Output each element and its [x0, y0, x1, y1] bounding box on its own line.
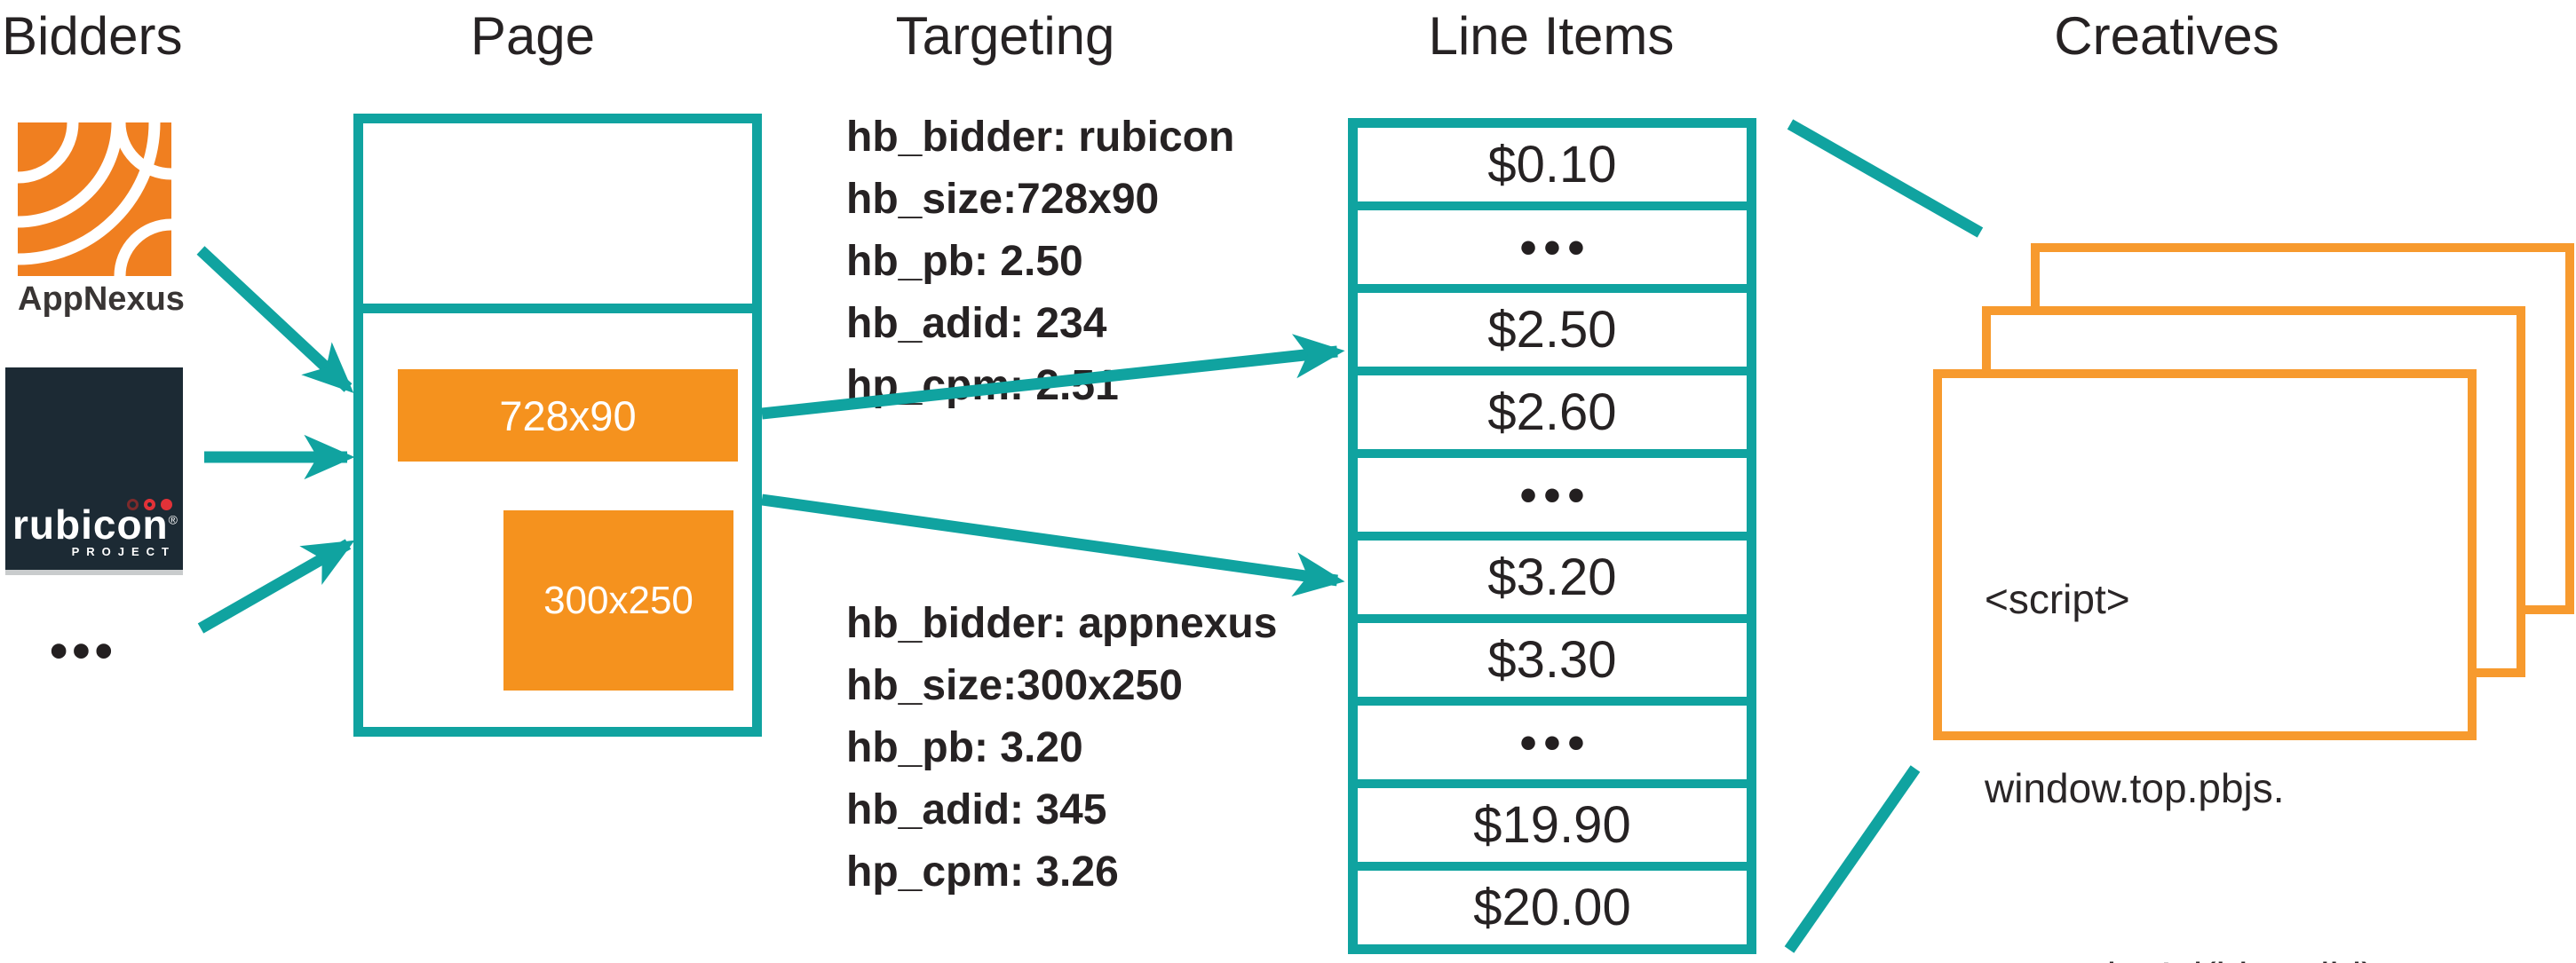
- line-item-row: $19.90: [1358, 788, 1747, 871]
- code-line: <script>: [1985, 576, 2130, 622]
- rubicon-logo: rubicon® PROJECT: [5, 367, 183, 575]
- creatives-title: Creatives: [2054, 6, 2279, 66]
- creative-code-snippet: <script> window.top.pbjs. renderAd(hb_ad…: [1985, 442, 2375, 963]
- targeting-line: hb_adid: 345: [846, 786, 1107, 833]
- creative-card-front: [1933, 369, 2477, 740]
- line-item-row: $20.00: [1473, 879, 1631, 936]
- rubicon-dot-ring: [144, 499, 155, 510]
- targeting-block-appnexus: hb_bidder: appnexus hb_size:300x250 hb_p…: [846, 593, 1308, 904]
- rubicon-dot-solid: [161, 499, 172, 510]
- ad-slot-300x250: 300x250: [503, 510, 733, 691]
- targeting-title: Targeting: [895, 6, 1115, 66]
- targeting-line: hp_cpm: 2.51: [846, 362, 1119, 409]
- line-item-row: $3.30: [1358, 623, 1747, 706]
- ad-slot-728x90: 728x90: [398, 369, 738, 462]
- bidders-title: Bidders: [2, 6, 183, 66]
- line-item-row: $0.10: [1358, 128, 1747, 210]
- line-item-row: $2.50: [1358, 293, 1747, 375]
- arrow-page-to-line-item-320: [761, 493, 1345, 597]
- rubicon-wordmark: rubicon®: [12, 501, 178, 548]
- line-item-row: $3.20: [1358, 541, 1747, 623]
- line-table-to-creatives-top: [1787, 119, 1984, 238]
- targeting-line: hb_size:728x90: [846, 176, 1160, 223]
- page-box: 728x90 300x250: [353, 114, 762, 737]
- line-item-row: $2.60: [1358, 375, 1747, 458]
- line-items-title: Line Items: [1428, 6, 1675, 66]
- targeting-line: hb_pb: 2.50: [846, 238, 1083, 285]
- targeting-line: hb_adid: 234: [846, 300, 1107, 347]
- targeting-block-rubicon: hb_bidder: rubicon hb_size:728x90 hb_pb:…: [846, 107, 1308, 417]
- rubicon-logo-dots-icon: [127, 499, 172, 510]
- code-line: renderAd(hb_adid): [1985, 946, 2375, 963]
- targeting-line: hp_cpm: 3.26: [846, 849, 1119, 896]
- line-table-to-creatives-bottom: [1784, 765, 1921, 953]
- line-item-row-ellipsis: •••: [1358, 210, 1747, 293]
- arrow-more-bidders-to-page: [197, 539, 355, 634]
- line-items-table: $0.10 ••• $2.50 $2.60 ••• $3.20 $3.30 ••…: [1348, 118, 1756, 954]
- page-header-divider: [363, 304, 752, 313]
- rubicon-project-label: PROJECT: [71, 545, 176, 558]
- line-item-row-ellipsis: •••: [1358, 706, 1747, 788]
- line-item-row-ellipsis: •••: [1358, 458, 1747, 541]
- rubicon-dot-outline: [127, 499, 139, 510]
- targeting-line: hb_bidder: rubicon: [846, 114, 1235, 161]
- appnexus-label: AppNexus: [18, 280, 185, 318]
- appnexus-logo-icon: [18, 122, 171, 276]
- targeting-line: hb_pb: 3.20: [846, 724, 1083, 771]
- appnexus-bidder: AppNexus: [18, 122, 185, 318]
- registered-mark: ®: [168, 512, 178, 527]
- more-bidders-ellipsis: •••: [50, 622, 117, 680]
- page-title: Page: [470, 6, 596, 66]
- targeting-line: hb_bidder: appnexus: [846, 600, 1278, 647]
- targeting-line: hb_size:300x250: [846, 662, 1183, 709]
- arrow-appnexus-to-page: [196, 246, 354, 393]
- code-line: window.top.pbjs.: [1985, 765, 2285, 811]
